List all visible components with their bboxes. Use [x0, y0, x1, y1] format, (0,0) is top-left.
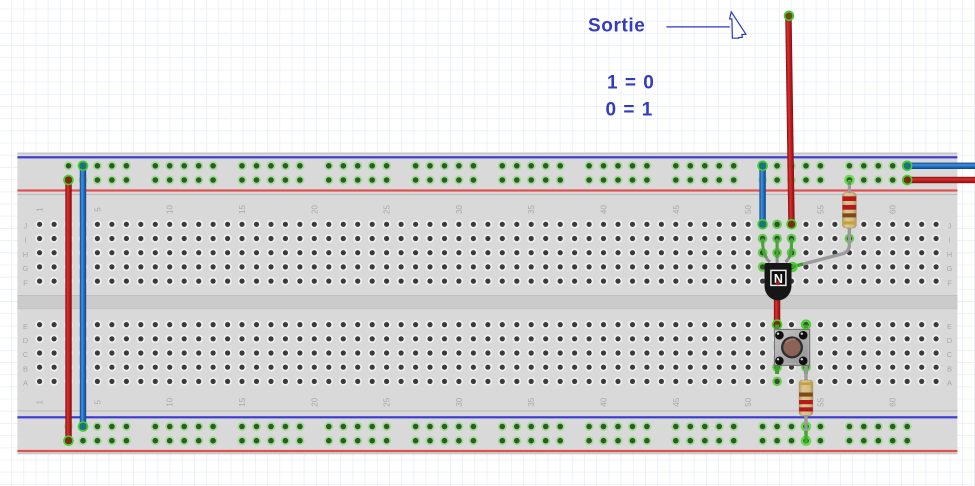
- svg-text:C: C: [947, 350, 953, 359]
- svg-text:J: J: [948, 221, 952, 230]
- svg-text:A: A: [947, 379, 952, 388]
- svg-text:F: F: [23, 278, 28, 287]
- svg-text:35: 35: [527, 397, 536, 406]
- svg-text:60: 60: [889, 205, 898, 214]
- svg-text:35: 35: [527, 205, 536, 214]
- svg-text:H: H: [947, 250, 952, 259]
- svg-text:B: B: [23, 364, 28, 373]
- svg-text:5: 5: [93, 207, 102, 212]
- svg-text:30: 30: [455, 397, 464, 406]
- svg-text:N: N: [774, 272, 783, 286]
- svg-text:1: 1: [36, 207, 45, 212]
- svg-text:40: 40: [600, 397, 609, 406]
- svg-text:50: 50: [744, 397, 753, 406]
- svg-text:25: 25: [383, 205, 392, 214]
- svg-text:H: H: [23, 250, 28, 259]
- svg-text:A: A: [23, 379, 28, 388]
- svg-text:25: 25: [383, 397, 392, 406]
- svg-text:0 = 1: 0 = 1: [606, 99, 654, 120]
- svg-text:D: D: [947, 336, 953, 345]
- svg-text:10: 10: [166, 397, 175, 406]
- svg-text:I: I: [24, 236, 26, 245]
- svg-text:5: 5: [93, 400, 102, 405]
- svg-text:1 = 0: 1 = 0: [607, 72, 655, 93]
- svg-text:45: 45: [672, 205, 681, 214]
- svg-text:Sortie: Sortie: [588, 16, 645, 37]
- svg-text:D: D: [23, 336, 29, 345]
- svg-text:I: I: [948, 236, 950, 245]
- svg-text:15: 15: [238, 397, 247, 406]
- svg-text:45: 45: [672, 397, 681, 406]
- svg-text:55: 55: [816, 205, 825, 214]
- svg-text:40: 40: [600, 205, 609, 214]
- svg-text:30: 30: [455, 205, 464, 214]
- svg-text:E: E: [23, 322, 28, 331]
- svg-text:50: 50: [744, 205, 753, 214]
- svg-text:55: 55: [816, 397, 825, 406]
- svg-text:G: G: [947, 264, 953, 273]
- svg-text:G: G: [23, 264, 29, 273]
- svg-text:C: C: [23, 350, 29, 359]
- svg-text:60: 60: [889, 397, 898, 406]
- svg-text:E: E: [947, 322, 952, 331]
- svg-text:20: 20: [310, 397, 319, 406]
- svg-text:15: 15: [238, 205, 247, 214]
- svg-text:20: 20: [310, 205, 319, 214]
- svg-text:10: 10: [166, 205, 175, 214]
- svg-text:B: B: [947, 364, 952, 373]
- svg-text:1: 1: [36, 400, 45, 405]
- svg-text:F: F: [947, 278, 952, 287]
- svg-text:J: J: [24, 221, 28, 230]
